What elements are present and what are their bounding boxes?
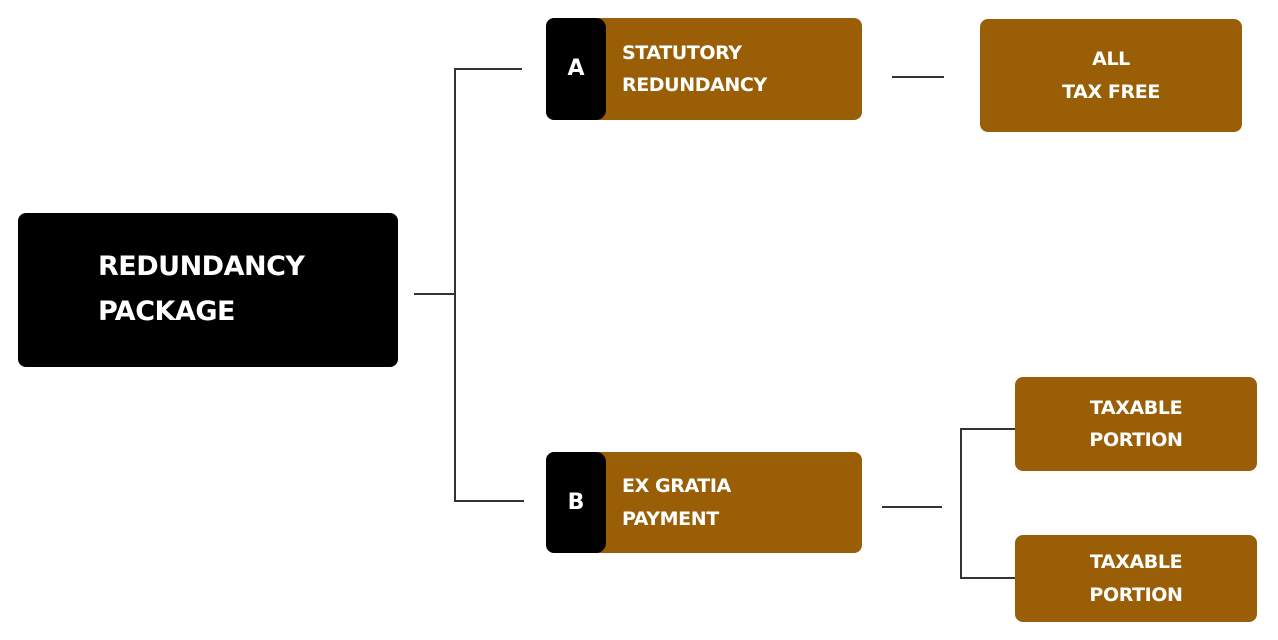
- branch-a-label-line1: STATUTORY: [622, 41, 742, 64]
- branch-a-label-line2: REDUNDANCY: [622, 74, 767, 96]
- connector-branch-b-trunk: [960, 428, 962, 578]
- branch-b-letter-tab: B: [546, 452, 606, 553]
- connector-branch-b-out: [882, 506, 942, 508]
- leaf-one-label-line2: TAX FREE: [1062, 80, 1160, 103]
- leaf-node-all-tax-free: ALL TAX FREE: [980, 19, 1242, 132]
- branch-a-letter-tab: A: [546, 18, 606, 120]
- leaf-node-taxable-portion-upper: TAXABLE PORTION: [1015, 377, 1257, 471]
- connector-root-out: [414, 293, 455, 295]
- connector-to-leaf-three: [960, 577, 1015, 579]
- root-node-label-line2: PACKAGE: [98, 296, 235, 327]
- leaf-one-label-line1: ALL: [1092, 48, 1130, 71]
- leaf-node-taxable-portion-lower: TAXABLE PORTION: [1015, 535, 1257, 622]
- connector-to-leaf-two: [960, 428, 1015, 430]
- connector-root-trunk: [454, 68, 456, 501]
- connector-to-branch-b: [454, 500, 524, 502]
- root-node-redundancy-package: REDUNDANCY PACKAGE: [18, 213, 398, 367]
- leaf-three-label-line2: PORTION: [1089, 583, 1183, 606]
- branch-b-label: EX GRATIA PAYMENT: [606, 452, 731, 553]
- branch-a-label: STATUTORY REDUNDANCY: [606, 18, 767, 120]
- branch-node-b-ex-gratia-payment: B EX GRATIA PAYMENT: [546, 452, 862, 553]
- branch-b-label-line1: EX GRATIA: [622, 475, 731, 498]
- branch-b-label-line2: PAYMENT: [622, 507, 719, 530]
- branch-node-a-statutory-redundancy: A STATUTORY REDUNDANCY: [546, 18, 862, 120]
- connector-branch-a-to-leaf: [892, 76, 944, 78]
- leaf-three-label-line1: TAXABLE: [1089, 551, 1183, 574]
- connector-to-branch-a: [454, 68, 522, 70]
- root-node-label-line1: REDUNDANCY: [98, 251, 305, 283]
- leaf-two-label-line2: PORTION: [1089, 429, 1183, 451]
- leaf-two-label-line1: TAXABLE: [1089, 396, 1183, 419]
